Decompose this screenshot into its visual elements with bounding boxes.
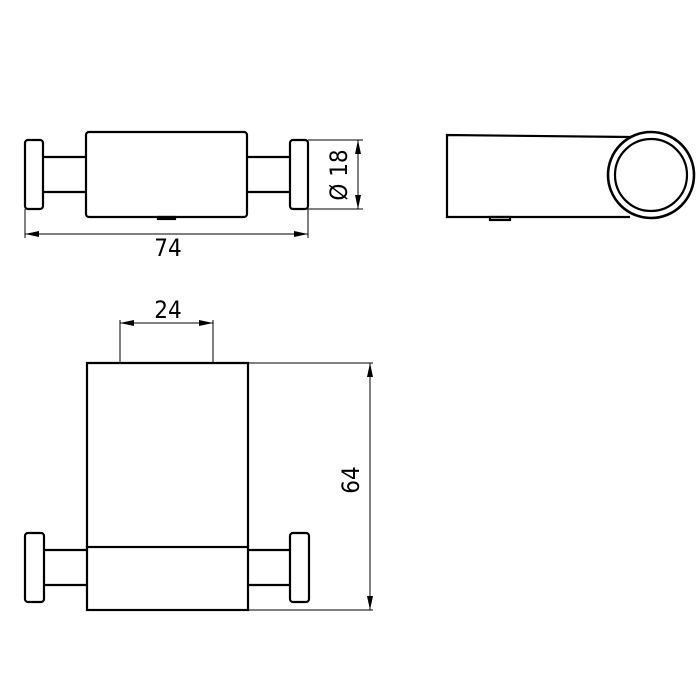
top-view: 74 Ø 18 xyxy=(23,130,363,262)
side-body xyxy=(445,133,631,219)
front-right-knob xyxy=(288,531,311,604)
bottom-tab xyxy=(156,215,177,221)
front-left-rod xyxy=(44,548,87,587)
width-dimension-label: 74 xyxy=(154,234,181,262)
opening-dimension-label: 24 xyxy=(154,296,181,324)
diameter-dimension-arrows xyxy=(355,140,361,209)
inner-ring xyxy=(613,137,689,213)
outer-ring xyxy=(606,130,696,220)
width-dimension-line xyxy=(24,209,309,238)
body xyxy=(84,130,249,219)
left-rod xyxy=(43,155,86,194)
left-knob xyxy=(23,138,45,211)
front-left-knob xyxy=(23,531,46,604)
height-dimension-line xyxy=(248,362,373,611)
right-knob xyxy=(288,138,310,211)
side-view xyxy=(445,130,696,222)
front-right-rod xyxy=(248,548,290,587)
diameter-dimension-label: Ø 18 xyxy=(325,149,353,200)
side-bottom-tab xyxy=(488,215,512,222)
height-dimension-label: 64 xyxy=(337,466,365,493)
cup xyxy=(85,361,250,548)
front-view: 24 64 xyxy=(23,296,373,612)
opening-dimension-line xyxy=(119,320,214,363)
right-rod xyxy=(247,155,290,194)
base-body xyxy=(85,545,250,612)
